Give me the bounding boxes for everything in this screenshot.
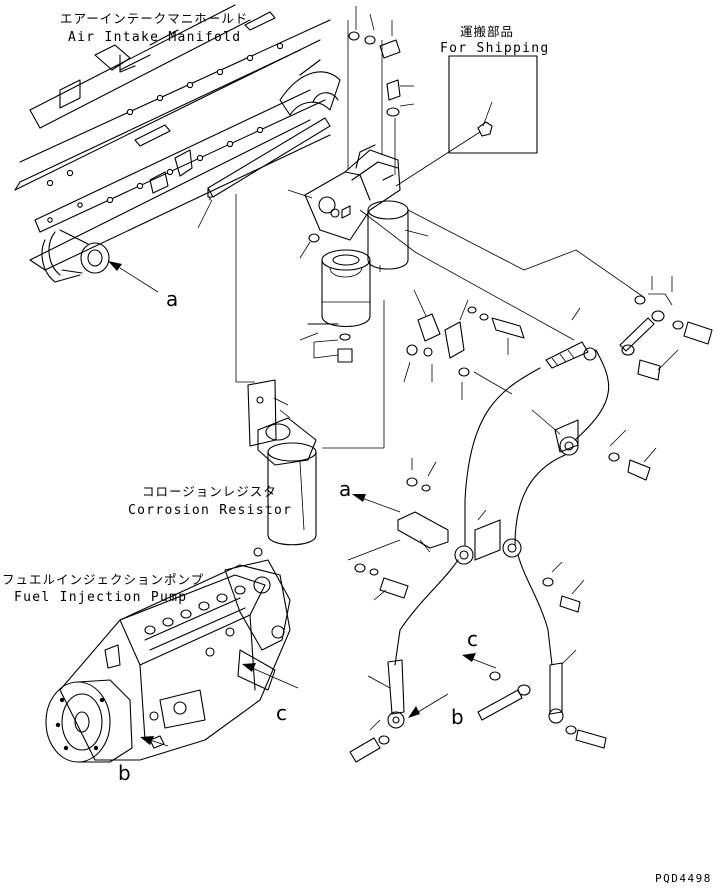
fuel-hose-upper [464,310,665,546]
air-intake-manifold [14,4,341,293]
for-shipping-box [395,55,538,187]
for-shipping-label: 運搬部品 For Shipping [440,24,550,56]
corrosion-resistor [247,379,317,546]
hose-bracket-hardware [403,276,713,481]
fuel-filter-cartridge-left [299,249,371,341]
air-intake-en-text: Air Intake Manifold [68,30,241,45]
hose-fitting-right [462,649,607,749]
ref-letter-a-2: a [339,477,351,501]
drain-plug [313,333,353,363]
fuel-injection-pump [45,547,299,763]
hose-fitting-left [349,659,449,763]
air-intake-manifold-label: エアーインテークマニホールド Air Intake Manifold [60,11,247,45]
fuel-filter-head [287,20,401,241]
hose-clamp-upper [514,409,579,546]
fuel-filter-cartridge-right [367,200,429,272]
corrosion-resistor-label: コロージョンレジスタ Corrosion Resistor [128,484,292,518]
pump-en-text: Fuel Injection Pump [14,590,187,605]
drawing-code: PQD4498 [655,872,712,885]
ref-letter-b-2: b [118,761,131,785]
corrosion-jp-text: コロージョンレジスタ [142,484,277,499]
corrosion-en-text: Corrosion Resistor [128,503,292,518]
shipping-jp-text: 運搬部品 [460,24,514,39]
shipping-en-text: For Shipping [440,41,550,56]
pump-jp-text: フュエルインジェクションポンプ [2,572,204,587]
leader-lines [322,209,646,449]
ref-letter-c-2: c [276,701,287,725]
ref-letter-c-1: c [467,627,478,651]
ref-letter-b-1: b [451,705,464,729]
fuel-injection-pump-label: フュエルインジェクションポンプ Fuel Injection Pump [2,572,204,605]
ref-letter-a-1: a [166,287,178,311]
mounting-bar [197,117,331,383]
hose-clamp-lower [347,458,585,666]
filter-head-hardware [299,6,415,259]
